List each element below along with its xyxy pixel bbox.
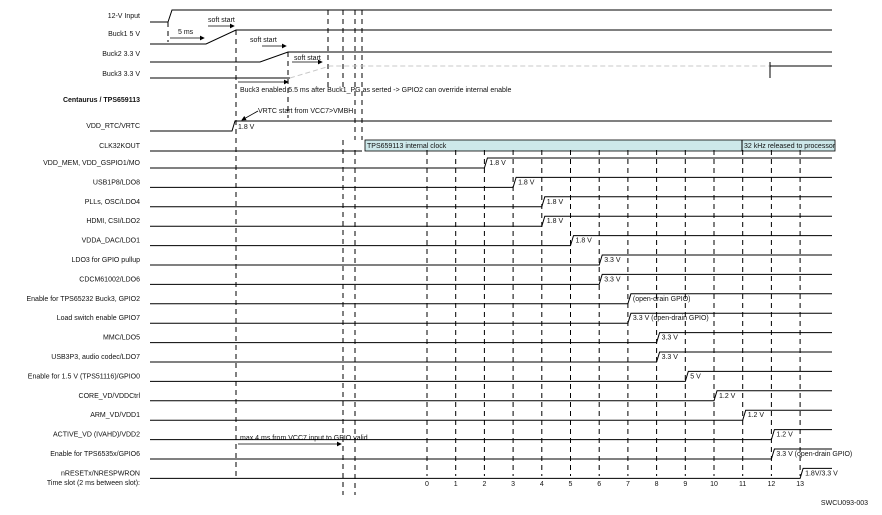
time-tick-label: 7 bbox=[626, 481, 630, 488]
rail-voltage: 1.8 V bbox=[576, 238, 593, 245]
rail-waveform bbox=[150, 293, 832, 305]
time-axis-label: Time slot (2 ms between slot): bbox=[47, 480, 140, 487]
rail-waveform bbox=[150, 390, 832, 402]
time-tick-label: 12 bbox=[768, 481, 776, 488]
buck3-waveform-high bbox=[769, 65, 832, 78]
rail-voltage: 1.8 V bbox=[547, 199, 564, 206]
buck3-note: Buck3 enabled 5.5 ms after Buck1_PG as s… bbox=[240, 87, 512, 94]
rail-waveform bbox=[150, 312, 832, 324]
rail-waveform bbox=[150, 332, 832, 344]
input-waveform bbox=[150, 9, 832, 23]
rail-voltage: 3.3 V bbox=[662, 335, 679, 342]
buck2-label: Buck2 3.3 V bbox=[102, 51, 140, 58]
rail-label: MMC/LDO5 bbox=[103, 335, 140, 342]
rail-label: USB1P8/LDO8 bbox=[93, 179, 140, 186]
rail-waveform bbox=[150, 176, 832, 188]
buck2-softstart-label: soft start bbox=[250, 37, 277, 44]
rail-waveform bbox=[150, 196, 832, 208]
rail-voltage: 3.3 V bbox=[604, 276, 621, 283]
rail-waveform bbox=[150, 254, 832, 266]
rail-waveform bbox=[150, 273, 832, 285]
rail-waveform bbox=[150, 351, 832, 363]
rail-label: VDDA_DAC/LDO1 bbox=[82, 238, 140, 245]
rail-label: Enable for TPS65232 Buck3, GPIO2 bbox=[27, 296, 141, 303]
rail-waveform bbox=[150, 409, 832, 421]
time-tick-label: 10 bbox=[710, 481, 718, 488]
time-tick-label: 6 bbox=[597, 481, 601, 488]
input-label: 12-V Input bbox=[108, 13, 140, 20]
max4-note: max 4 ms from VCC7 input to GPIO valid bbox=[240, 435, 368, 442]
rail-voltage: 5 V bbox=[690, 373, 701, 380]
rail-rows: VDD_MEM, VDD_GSPIO1/MO 1.8 V USB1P8/LDO8 1.… bbox=[27, 157, 852, 479]
buck1-waveform bbox=[150, 29, 832, 45]
clock-released-label: 32 kHz released to processor bbox=[744, 143, 836, 150]
time-tick-label: 2 bbox=[482, 481, 486, 488]
vrtc-note-arrow bbox=[241, 110, 259, 121]
rail-label: Load switch enable GPIO7 bbox=[57, 315, 140, 322]
rail-voltage: 3.3 V (open-drain GPIO) bbox=[633, 315, 709, 322]
vrtc-note: VRTC start from VCC7>VMBH bbox=[258, 108, 353, 115]
rtc-label: VDD_RTC/VRTC bbox=[86, 123, 140, 130]
rail-waveform bbox=[150, 370, 832, 382]
rail-voltage: 1.8 V bbox=[489, 160, 506, 167]
rail-voltage: 1.8 V bbox=[518, 179, 535, 186]
clock-label: CLK32KOUT bbox=[99, 143, 141, 150]
rail-voltage: 1.2 V bbox=[719, 393, 736, 400]
time-tick-label: 11 bbox=[739, 481, 746, 488]
rail-voltage: 3.3 V bbox=[604, 257, 621, 264]
rail-label: VDD_MEM, VDD_GSPIO1/MO bbox=[43, 160, 140, 167]
time-tick-label: 9 bbox=[683, 481, 687, 488]
rail-label: LDO3 for GPIO pullup bbox=[72, 257, 141, 264]
section-title: Centaurus / TPS659113 bbox=[63, 97, 140, 104]
rail-label: Enable for TPS6535x/GPIO6 bbox=[50, 451, 140, 458]
rail-label: HDMI, CSI/LDO2 bbox=[86, 218, 140, 225]
buck3-label: Buck3 3.3 V bbox=[102, 71, 140, 78]
buck3-softstart-label: soft start bbox=[294, 55, 321, 62]
buck3-override-path bbox=[289, 65, 770, 79]
time-tick-label: 1 bbox=[454, 481, 458, 488]
rail-label: ACTIVE_VD (IVAHD)/VDD2 bbox=[53, 432, 140, 439]
rail-voltage: 3.3 V (open-drain GPIO) bbox=[776, 451, 852, 458]
rail-voltage: 1.2 V bbox=[748, 412, 765, 419]
rail-waveform bbox=[150, 467, 832, 479]
buck1-label: Buck1 5 V bbox=[108, 31, 140, 38]
time-tick-label: 4 bbox=[540, 481, 544, 488]
buck2-waveform bbox=[150, 51, 832, 63]
rail-label: nRESETx/NRESPWRON bbox=[61, 470, 140, 477]
rail-label: ARM_VD/VDD1 bbox=[90, 412, 140, 419]
clock-internal-label: TPS659113 internal clock bbox=[367, 143, 447, 150]
rail-label: CDCM61002/LDO6 bbox=[79, 276, 140, 283]
rail-waveform bbox=[150, 448, 832, 460]
rail-waveform bbox=[150, 235, 832, 247]
rail-voltage: 1.2 V bbox=[776, 432, 793, 439]
rail-label: PLLs, OSC/LDO4 bbox=[85, 199, 140, 206]
rail-voltage: 1.8V/3.3 V bbox=[805, 470, 838, 477]
rail-label: Enable for 1.5 V (TPS51116)/GPIO0 bbox=[28, 373, 140, 380]
time-tick-label: 0 bbox=[425, 481, 429, 488]
rail-voltage: 3.3 V bbox=[662, 354, 679, 361]
document-id: SWCU093-003 bbox=[821, 500, 868, 507]
rail-voltage: 1.8 V bbox=[547, 218, 564, 225]
time-tick-label: 3 bbox=[511, 481, 515, 488]
time-tick-label: 8 bbox=[655, 481, 659, 488]
delay-label: 5 ms bbox=[178, 29, 194, 36]
rail-voltage: (open-drain GPIO) bbox=[633, 296, 691, 303]
rail-waveform bbox=[150, 157, 832, 169]
clock-internal-bar bbox=[364, 139, 836, 152]
time-tick-label: 13 bbox=[796, 481, 804, 488]
buck1-softstart-label: soft start bbox=[208, 17, 235, 24]
rtc-voltage: 1.8 V bbox=[238, 124, 255, 131]
rail-waveform bbox=[150, 215, 832, 227]
rail-label: CORE_VD/VDDCtrl bbox=[79, 393, 141, 400]
rail-label: USB3P3, audio codec/LDO7 bbox=[51, 354, 140, 361]
time-tick-label: 5 bbox=[569, 481, 573, 488]
rtc-waveform bbox=[150, 120, 832, 132]
rail-waveform bbox=[150, 429, 832, 441]
